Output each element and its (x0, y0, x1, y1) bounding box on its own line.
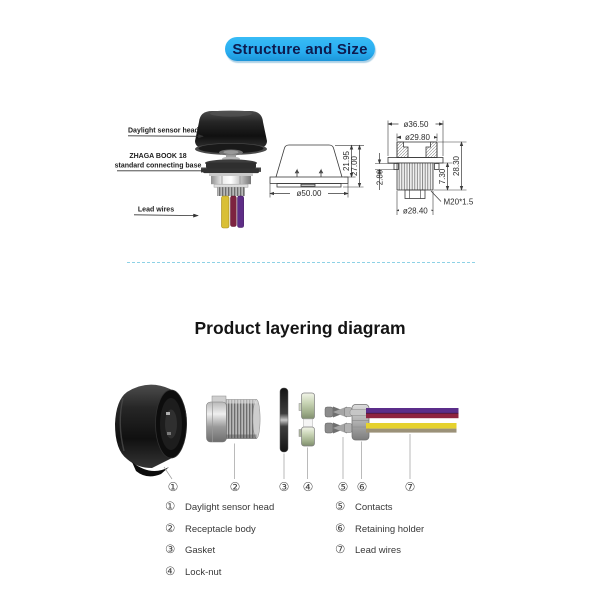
structure-3d-render (195, 110, 267, 229)
legend-num: ② (165, 522, 176, 535)
legend-label: Gasket (185, 545, 216, 556)
profile-drawing: 21.95 27.00 ø50.00 (269, 144, 364, 198)
legend-item: ⑦ Lead wires (335, 544, 424, 557)
label-base-line1: ZHAGA BOOK 18 (129, 153, 186, 160)
legend-item: ③ Gasket (165, 544, 274, 557)
legend-label: Lead wires (355, 545, 401, 556)
part-lock-nut (298, 392, 315, 447)
legend-item: ② Receptacle body (165, 523, 274, 536)
dim-36-50: ø36.50 (404, 120, 429, 129)
part-contacts (324, 406, 353, 434)
legend-num: ① (165, 501, 176, 513)
exploded-view (115, 384, 459, 480)
legend-label: Receptacle body (185, 523, 256, 535)
part-number-3: ③ (278, 480, 290, 494)
legend-label: Contacts (355, 502, 393, 513)
legend-item: ⑤ Contacts (335, 501, 424, 514)
part-receptacle-body (206, 395, 261, 443)
part-number-7: ⑦ (404, 480, 416, 494)
part-number-5: ⑤ (337, 480, 349, 494)
part-number-2: ② (229, 480, 241, 494)
label-lead-wires: Lead wires (138, 207, 174, 214)
label-sensor-head: Daylight sensor head (128, 128, 199, 135)
legend-label: Daylight sensor head (185, 502, 275, 513)
part-lead-wires (366, 408, 459, 433)
part-sensor-head (115, 384, 187, 477)
layering-title: Product layering diagram (194, 318, 406, 338)
dim-2-80: 2.80 (375, 169, 384, 185)
thread-spec: M20*1.5 (444, 198, 474, 207)
label-base-line2: standard connecting base (115, 163, 202, 170)
dim-7-30: 7.30 (438, 168, 447, 184)
legend-item: ⑥ Retaining holder (335, 523, 424, 536)
leader-lines (163, 434, 411, 480)
legend-num: ⑥ (335, 522, 346, 535)
dim-27-00: 27.00 (350, 155, 359, 176)
part-number-4: ④ (302, 480, 314, 494)
part-number-6: ⑥ (356, 480, 368, 494)
dim-29-80: ø29.80 (405, 133, 430, 142)
legend-label: Retaining holder (355, 523, 425, 535)
legend-num: ⑦ (335, 544, 346, 556)
legend-left: ① Daylight sensor head ② Receptacle body… (165, 501, 274, 579)
legend-item: ① Daylight sensor head (165, 501, 274, 514)
dim-28-30: 28.30 (452, 155, 461, 176)
dim-21-95: 21.95 (342, 150, 351, 171)
structure-labels: Daylight sensor head ZHAGA BOOK 18 stand… (115, 128, 207, 218)
legend-right: ⑤ Contacts ⑥ Retaining holder ⑦ Lead wir… (335, 501, 424, 557)
section-badge: Structure and Size (225, 37, 375, 61)
dashed-separator (127, 262, 475, 263)
part-number-1: ① (167, 480, 179, 494)
legend-num: ③ (165, 544, 176, 556)
legend-num: ④ (165, 565, 176, 578)
legend-item: ④ Lock-nut (165, 566, 274, 579)
legend-label: Lock-nut (185, 566, 222, 578)
dim-50-00: ø50.00 (297, 189, 322, 198)
section-badge-label: Structure and Size (232, 40, 368, 58)
section-drawing: ø36.50 ø29.80 2.80 7.30 28.30 M20*1.5 ø2… (375, 119, 474, 215)
legend-num: ⑤ (335, 501, 346, 513)
part-gasket (279, 387, 289, 453)
part-retaining-holder (349, 404, 372, 441)
dim-28-40: ø28.40 (403, 206, 428, 215)
